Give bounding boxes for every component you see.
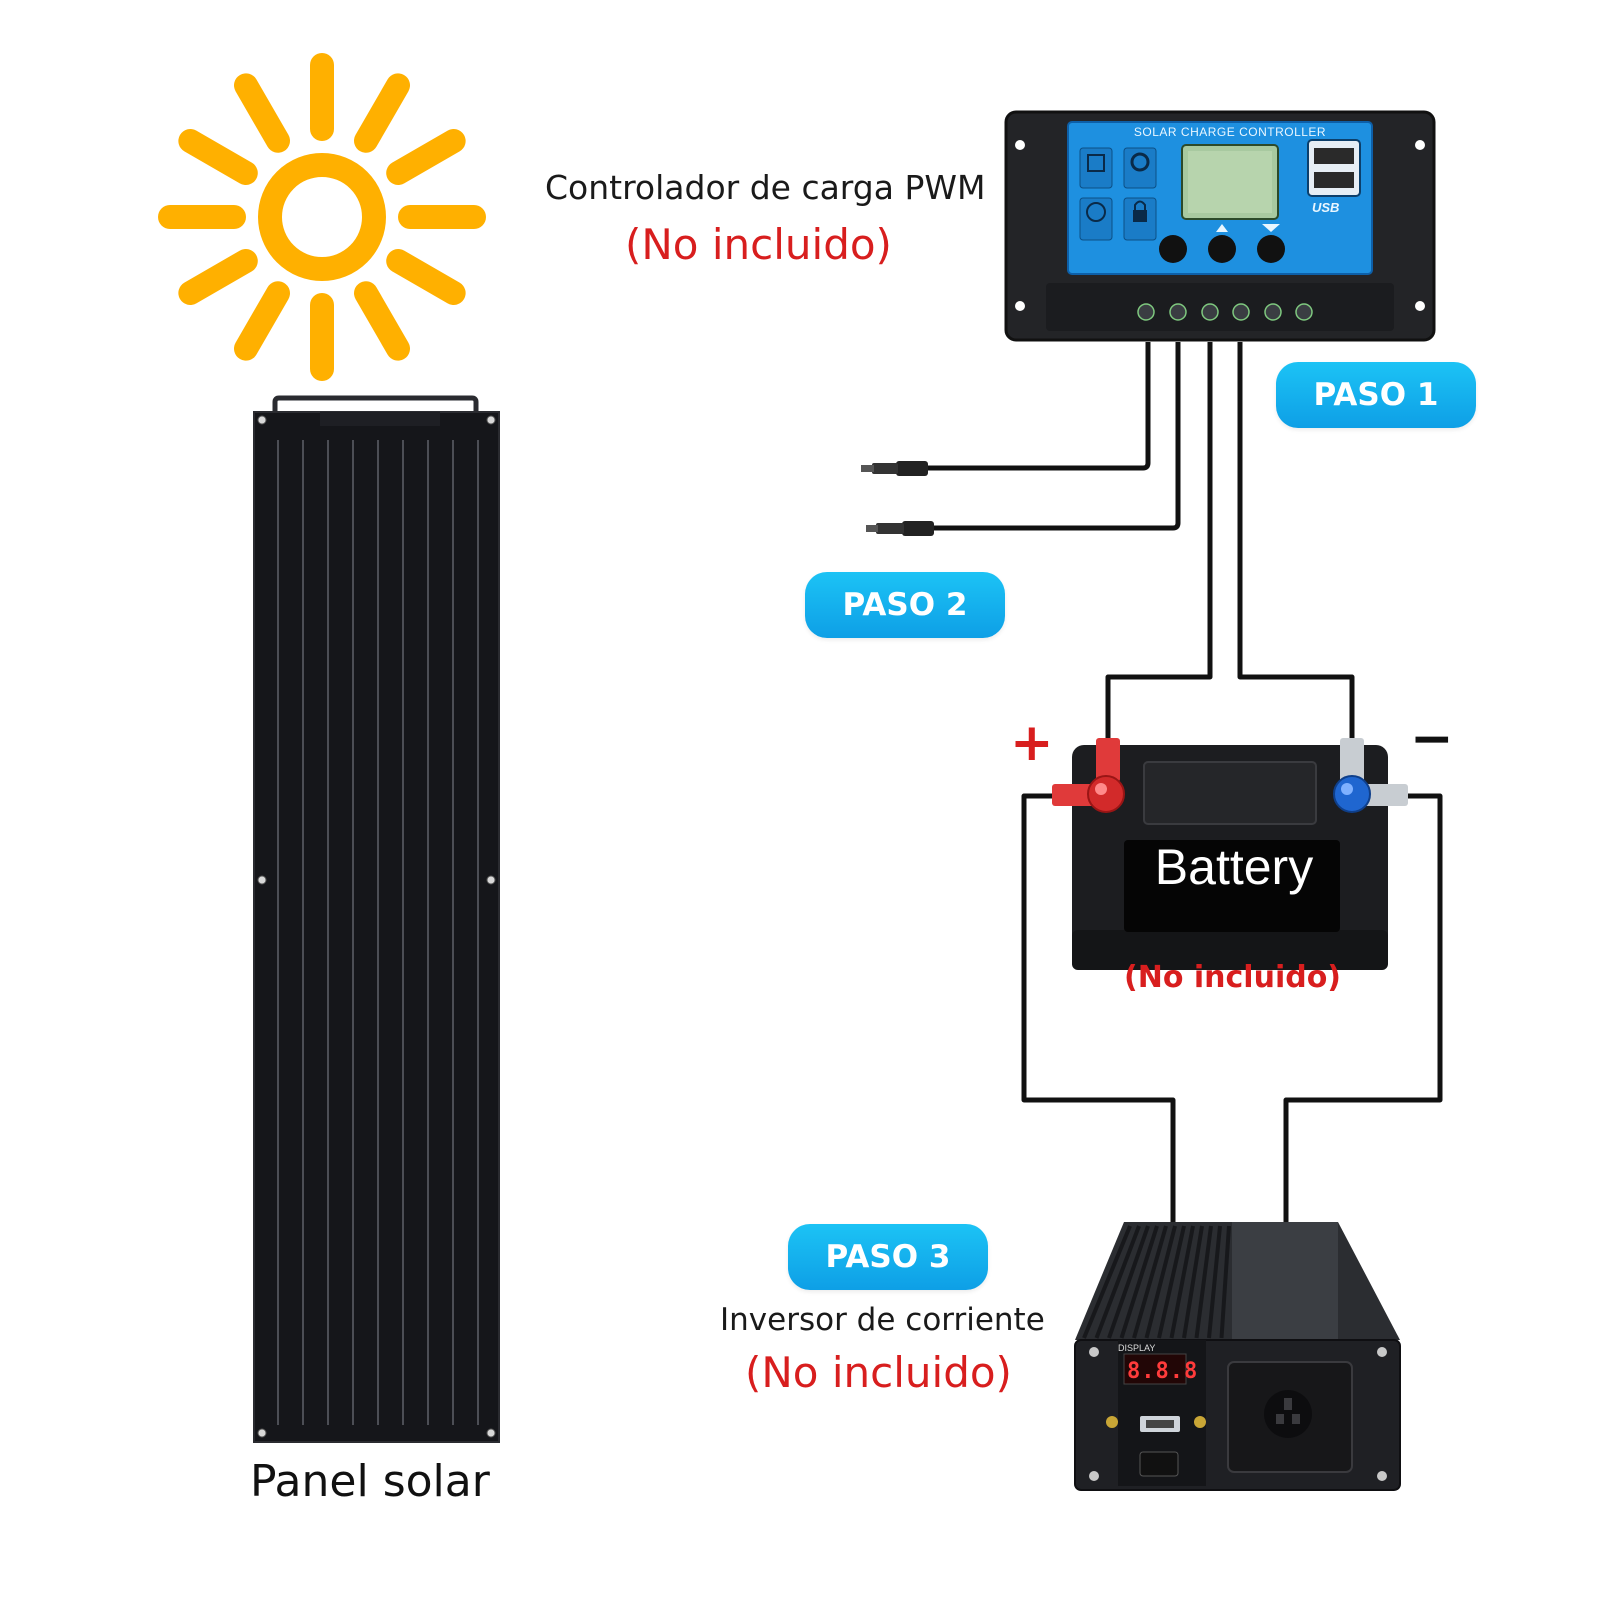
- inverter-fin: [1132, 1225, 1168, 1339]
- sun-ray: [354, 73, 410, 153]
- controller-title: Controlador de carga PWM: [545, 168, 986, 207]
- sun-icon: [158, 53, 486, 381]
- battery-label: Battery: [1154, 839, 1314, 895]
- controller-screen-title: SOLAR CHARGE CONTROLLER: [1133, 125, 1327, 139]
- sun-ray: [354, 281, 410, 361]
- inverter-fin: [1082, 1225, 1132, 1339]
- solar-panel-label: Panel solar: [250, 1456, 490, 1507]
- battery-minus-sign: −: [1410, 709, 1454, 769]
- sun-ray: [234, 281, 290, 361]
- charge-controller-icon: [1004, 110, 1436, 342]
- step-1-badge: PASO 1: [1276, 362, 1476, 428]
- inverter-fin: [1194, 1225, 1213, 1339]
- controller-usb-label: USB: [1312, 200, 1340, 215]
- inverter-not-included-note: (No incluido): [745, 1348, 1012, 1397]
- battery-not-included-note: (No incluido): [1124, 960, 1342, 995]
- sun-ray: [386, 129, 466, 185]
- step-2-badge: PASO 2: [805, 572, 1005, 638]
- battery-icon: [1052, 738, 1408, 970]
- controller-not-included-note: (No incluido): [625, 220, 892, 269]
- inverter-title: Inversor de corriente: [720, 1302, 1045, 1338]
- inverter-fin: [1144, 1225, 1177, 1339]
- inverter-display-digits: 8.8.8: [1127, 1359, 1199, 1384]
- sun-ray: [386, 249, 466, 305]
- solar-panel-icon: [253, 395, 500, 1443]
- inverter-fin: [1219, 1225, 1231, 1339]
- inverter-icon: [1074, 1222, 1401, 1491]
- inverter-fin: [1157, 1225, 1186, 1339]
- inverter-fin: [1182, 1225, 1204, 1339]
- inverter-fin: [1094, 1225, 1141, 1339]
- battery-plus-sign: +: [1010, 713, 1054, 773]
- inverter-fin: [1207, 1225, 1222, 1339]
- inverter-fin: [1107, 1225, 1150, 1339]
- inverter-display-label: DISPLAY: [1118, 1343, 1156, 1353]
- inverter-fin: [1119, 1225, 1159, 1339]
- mc4-connector-icon: [861, 461, 934, 536]
- sun-ray: [178, 129, 258, 185]
- sun-ray: [234, 73, 290, 153]
- sun-ray: [178, 249, 258, 305]
- step-3-badge: PASO 3: [788, 1224, 988, 1290]
- inverter-fin: [1169, 1225, 1195, 1339]
- wiring: [925, 342, 1443, 1222]
